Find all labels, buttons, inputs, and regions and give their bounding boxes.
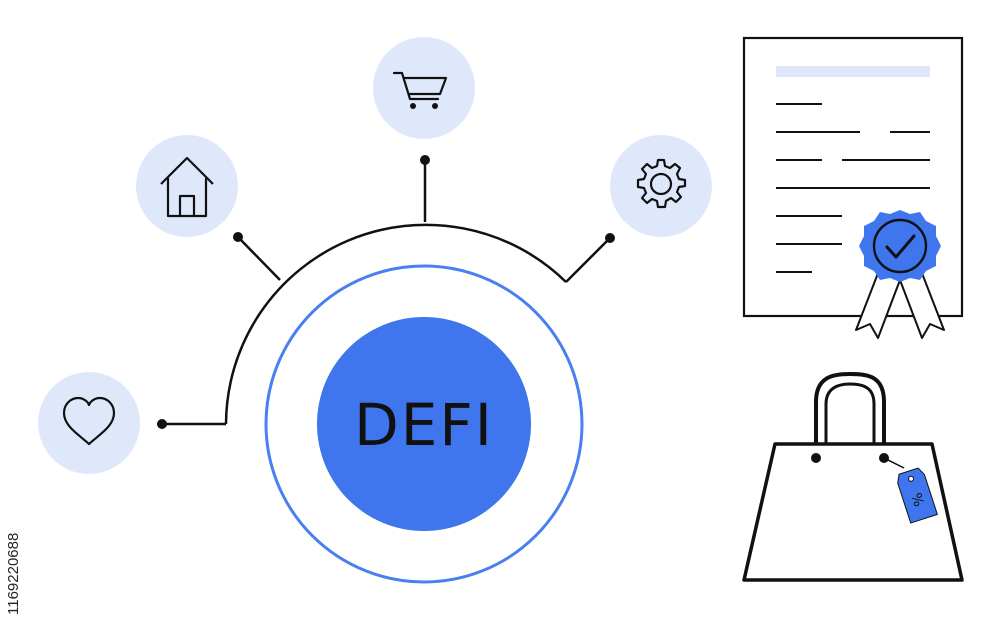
heart-icon <box>38 372 140 474</box>
defi-outer-ring <box>264 264 584 584</box>
percent-tag-icon: % <box>883 457 938 524</box>
connector-lines <box>162 160 611 426</box>
defi-label: DEFI <box>354 391 494 459</box>
shopping-bag-icon <box>742 371 964 582</box>
stock-id-text: 1169220688 <box>5 532 22 615</box>
house-icon <box>136 135 238 237</box>
tag-percent-label: % <box>907 491 926 509</box>
gear-icon <box>610 135 712 237</box>
checkmark-ribbon-badge-icon <box>855 210 945 339</box>
certificate-document-icon <box>742 36 964 318</box>
cart-icon <box>373 37 475 139</box>
defi-core <box>317 317 531 531</box>
connector-dots <box>157 155 615 429</box>
defi-badge: DEFI <box>264 264 584 584</box>
stock-id-label: 1169220688 <box>5 375 28 615</box>
